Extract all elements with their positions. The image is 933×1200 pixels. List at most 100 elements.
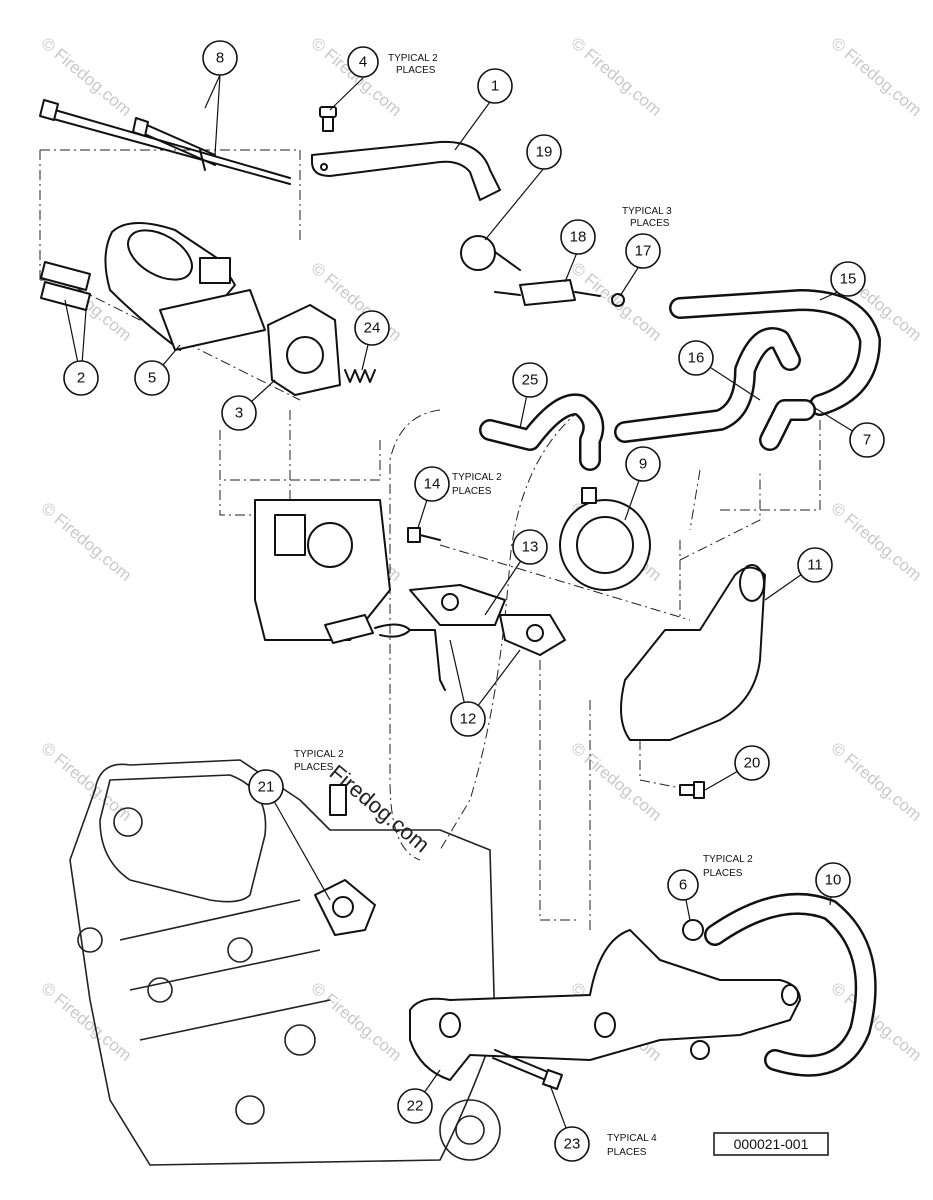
part-25-hose xyxy=(479,393,605,471)
part-23-bolt xyxy=(492,1049,563,1090)
svg-text:8: 8 xyxy=(216,50,224,67)
svg-text:15: 15 xyxy=(840,271,857,288)
part-9-fuel-pump xyxy=(559,487,651,591)
callout-14: 14 xyxy=(414,466,450,502)
part-7-tee xyxy=(759,399,816,451)
callout-2: 2 xyxy=(63,360,99,396)
callout-12: 12 xyxy=(450,701,486,737)
svg-text:4: 4 xyxy=(359,54,367,71)
callout-18: 18 xyxy=(560,219,596,255)
svg-text:PLACES: PLACES xyxy=(607,1147,647,1158)
svg-text:TYPICAL 2: TYPICAL 2 xyxy=(388,53,438,64)
note-typical-4: TYPICAL 2 PLACES xyxy=(388,53,438,76)
svg-text:25: 25 xyxy=(522,372,539,389)
part-17-clamp xyxy=(611,293,625,307)
part-3-gasket xyxy=(267,304,341,396)
watermark: © Firedog.com xyxy=(567,259,665,345)
svg-text:5: 5 xyxy=(148,370,156,387)
callout-5: 5 xyxy=(134,360,170,396)
svg-text:19: 19 xyxy=(536,144,553,161)
svg-text:9: 9 xyxy=(639,456,647,473)
watermark: © Firedog.com xyxy=(567,739,665,825)
note-typical-17: TYPICAL 3 PLACES xyxy=(622,206,672,229)
callout-22: 22 xyxy=(397,1088,433,1124)
svg-text:11: 11 xyxy=(807,557,823,574)
watermark: © Firedog.com xyxy=(827,739,925,825)
part-15-hose xyxy=(669,289,881,416)
callout-24: 24 xyxy=(354,310,390,346)
carburetor xyxy=(254,499,446,691)
part-11-bracket xyxy=(620,564,766,741)
part-4-screw xyxy=(319,106,337,132)
callout-4: 4 xyxy=(347,46,379,78)
note-typical-23: TYPICAL 4 PLACES xyxy=(607,1133,657,1158)
callout-19: 19 xyxy=(526,134,562,170)
svg-text:22: 22 xyxy=(407,1098,424,1115)
svg-text:PLACES: PLACES xyxy=(630,218,670,229)
watermark: © Firedog.com xyxy=(307,979,405,1065)
callout-7: 7 xyxy=(849,422,885,458)
part-20-screw xyxy=(679,781,705,799)
svg-text:12: 12 xyxy=(460,711,477,728)
callout-9: 9 xyxy=(625,446,661,482)
callout-6: 6 xyxy=(667,869,699,901)
part-16-hose xyxy=(614,327,801,443)
svg-text:1: 1 xyxy=(491,78,499,95)
svg-text:3: 3 xyxy=(235,405,243,422)
svg-text:23: 23 xyxy=(564,1136,581,1153)
part-12-gasket xyxy=(499,614,566,656)
svg-text:10: 10 xyxy=(825,872,842,889)
note-typical-21: TYPICAL 2 PLACES xyxy=(294,749,344,773)
part-10-hose xyxy=(704,892,877,1077)
svg-text:TYPICAL 2: TYPICAL 2 xyxy=(703,854,753,865)
part-19-clamp xyxy=(460,235,521,271)
callout-20: 20 xyxy=(734,745,770,781)
watermark: © Firedog.com xyxy=(37,499,135,585)
svg-text:7: 7 xyxy=(863,432,871,449)
callout-16: 16 xyxy=(678,340,714,376)
callout-11: 11 xyxy=(797,547,833,583)
svg-text:18: 18 xyxy=(570,229,587,246)
svg-text:13: 13 xyxy=(522,539,539,556)
callout-23: 23 xyxy=(554,1126,590,1162)
svg-text:17: 17 xyxy=(635,243,652,260)
svg-text:TYPICAL 2: TYPICAL 2 xyxy=(294,749,344,760)
watermark: © Firedog.com xyxy=(827,499,925,585)
svg-text:20: 20 xyxy=(744,755,761,772)
callout-10: 10 xyxy=(815,862,851,898)
svg-text:14: 14 xyxy=(424,476,441,493)
callout-3: 3 xyxy=(221,395,257,431)
callout-21: 21 xyxy=(248,769,284,805)
part-22-manifold xyxy=(409,929,801,1081)
note-typical-6: TYPICAL 2 PLACES xyxy=(703,854,753,879)
svg-text:TYPICAL 4: TYPICAL 4 xyxy=(607,1133,657,1144)
watermark: © Firedog.com xyxy=(37,979,135,1065)
watermark: © Firedog.com xyxy=(827,34,925,120)
svg-text:PLACES: PLACES xyxy=(452,486,492,497)
part-18-filter xyxy=(494,279,601,306)
svg-text:16: 16 xyxy=(688,350,705,367)
part-13-gasket xyxy=(409,584,506,626)
part-8-bolts xyxy=(39,99,291,185)
svg-text:000021-001: 000021-001 xyxy=(734,1136,809,1152)
callout-8: 8 xyxy=(202,40,238,76)
svg-text:PLACES: PLACES xyxy=(294,762,334,773)
part-5-adapter xyxy=(40,221,266,351)
callout-15: 15 xyxy=(830,261,866,297)
svg-text:TYPICAL 2: TYPICAL 2 xyxy=(452,472,502,483)
watermark: © Firedog.com xyxy=(567,34,665,120)
figure-code: 000021-001 xyxy=(713,1132,829,1156)
callout-1: 1 xyxy=(477,68,513,104)
svg-text:21: 21 xyxy=(258,779,275,796)
callout-25: 25 xyxy=(512,362,548,398)
part-6-clamps xyxy=(682,919,710,1060)
svg-text:6: 6 xyxy=(679,877,687,894)
part-24-spring xyxy=(344,369,376,383)
svg-text:TYPICAL 3: TYPICAL 3 xyxy=(622,206,672,217)
svg-text:PLACES: PLACES xyxy=(396,65,436,76)
svg-text:24: 24 xyxy=(364,320,381,337)
svg-text:2: 2 xyxy=(77,370,85,387)
callout-17: 17 xyxy=(625,233,661,269)
svg-text:PLACES: PLACES xyxy=(703,868,743,879)
